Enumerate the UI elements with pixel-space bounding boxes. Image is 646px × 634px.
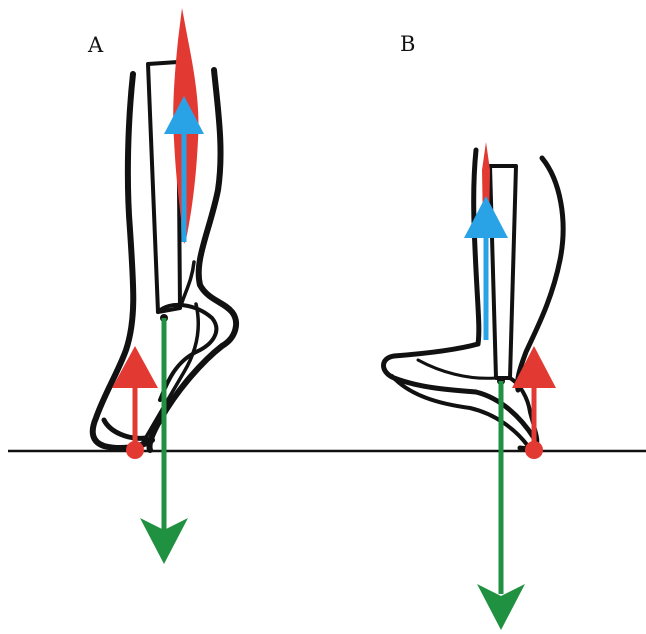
tendon-force-arrow-b <box>464 196 508 340</box>
ground-reaction-arrow-b <box>512 346 556 459</box>
